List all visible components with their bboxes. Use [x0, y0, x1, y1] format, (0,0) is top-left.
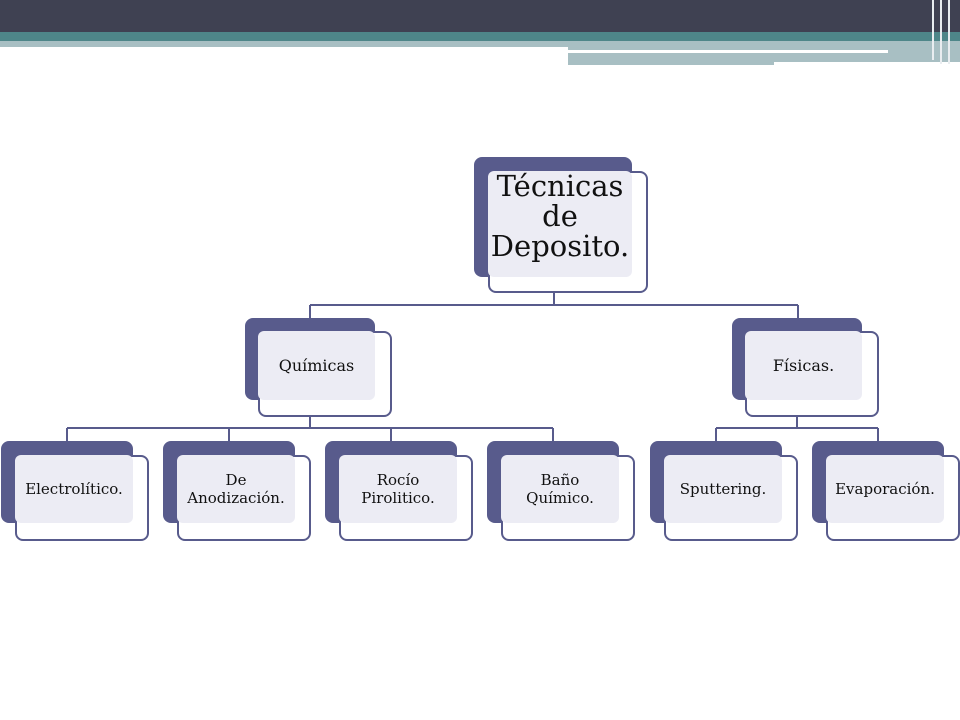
connector-root-branch — [309, 292, 799, 318]
slide-header-bar — [0, 0, 960, 32]
node-sputtering-label: Sputtering. — [664, 455, 782, 523]
node-root-label: Técnicas de Deposito. — [488, 171, 632, 277]
header-deco-vline — [940, 0, 942, 64]
connector-fisicas-branch — [715, 415, 879, 441]
header-deco-line — [774, 62, 960, 65]
header-deco-bar — [568, 41, 960, 65]
node-evaporacion-label: Evaporación. — [826, 455, 944, 523]
header-light-strip — [0, 41, 568, 47]
node-electrolitico-label: Electrolítico. — [15, 455, 133, 523]
connector-quimicas-branch — [66, 415, 554, 441]
node-bano-quimico-label: Baño Químico. — [501, 455, 619, 523]
node-fisicas-label: Físicas. — [745, 331, 862, 400]
header-deco-vline — [948, 0, 950, 64]
node-rocio-pirolitico-label: Rocío Pirolitico. — [339, 455, 457, 523]
header-deco-vline — [932, 0, 934, 60]
node-quimicas-label: Químicas — [258, 331, 375, 400]
header-accent-strip — [0, 32, 960, 41]
header-deco-line — [568, 50, 888, 53]
node-anodizacion-label: De Anodización. — [177, 455, 295, 523]
